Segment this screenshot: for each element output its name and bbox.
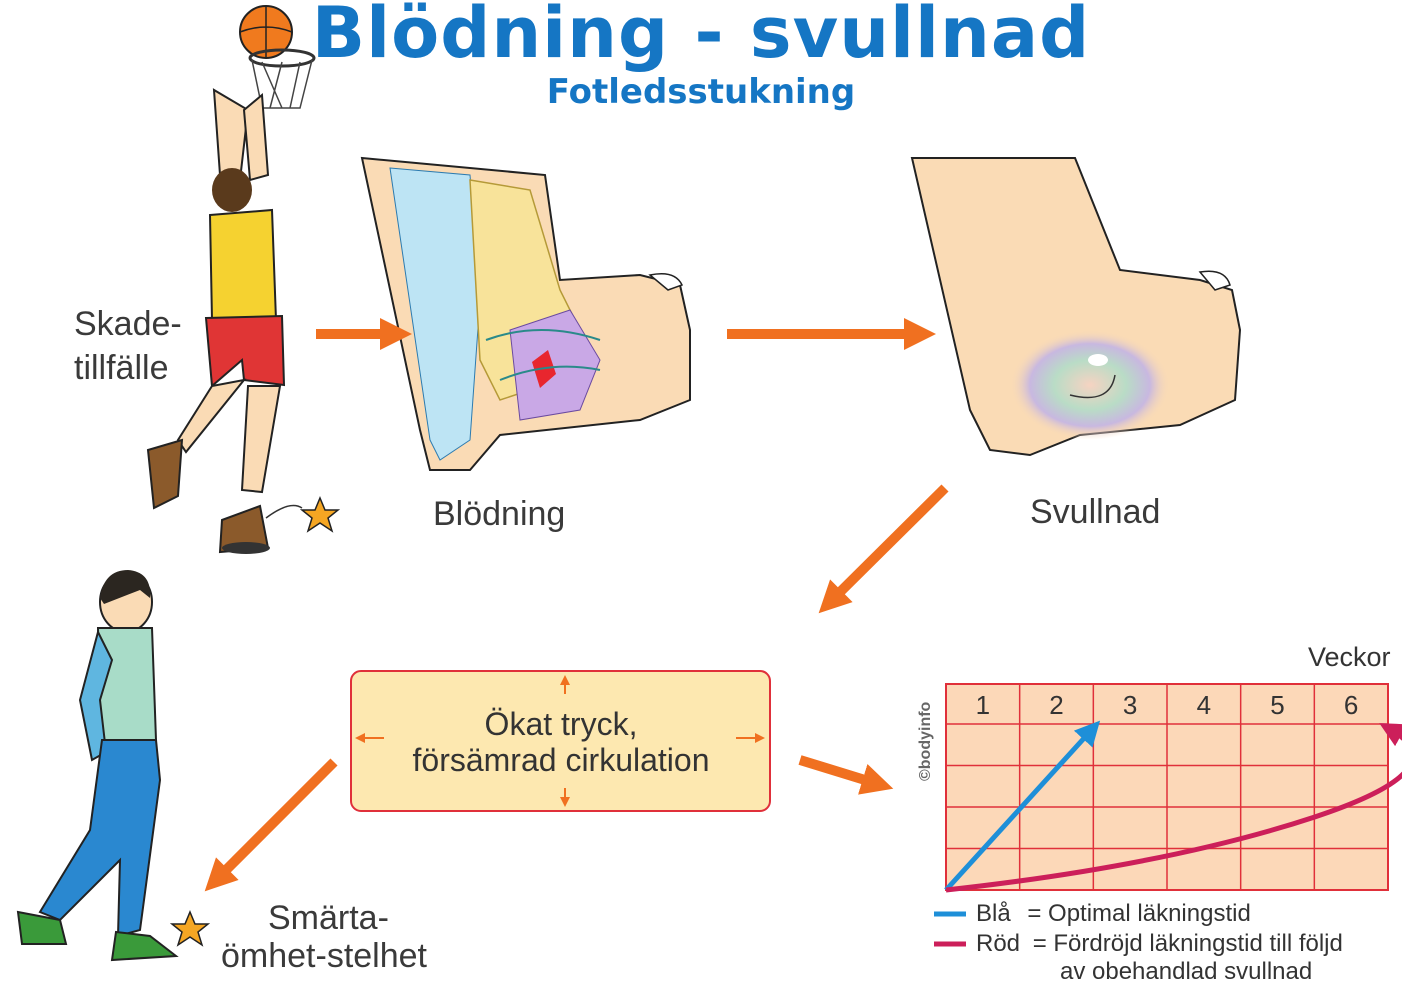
label-swelling: Svullnad xyxy=(1030,490,1160,534)
label-injury-line1: Skade- xyxy=(74,302,182,346)
arrow-pressure-to-chart xyxy=(800,760,878,784)
legend-blue-description: = Optimal läkningstid xyxy=(1027,900,1250,927)
label-pain-line2: ömhet-stelhet xyxy=(221,937,427,975)
pressure-box-line2: försämrad cirkulation xyxy=(352,742,770,778)
pressure-box-text: Ökat tryck, försämrad cirkulation xyxy=(352,706,770,778)
chart-x-tick-label: 1 xyxy=(976,690,990,720)
legend-blue-entry: Blå = Optimal läkningstid xyxy=(976,900,1251,928)
label-injury-line2: tillfälle xyxy=(74,346,182,390)
legend-red-description: = Fördröjd läkningstid till följd xyxy=(1033,930,1343,957)
pain-star-icon xyxy=(172,912,208,945)
chart-x-tick-label: 5 xyxy=(1270,690,1284,720)
copyright-text: ©bodyinfo xyxy=(917,702,935,781)
chart-x-tick-label: 4 xyxy=(1197,690,1211,720)
impact-star-icon xyxy=(266,498,338,531)
chart-x-tick-label: 2 xyxy=(1049,690,1063,720)
arrow-pressure-to-pain xyxy=(216,762,334,880)
label-pain-line1: Smärta- xyxy=(221,899,427,937)
arrow-swelling-to-pressure xyxy=(830,488,945,602)
chart-x-axis-label: Veckor xyxy=(1308,642,1391,673)
label-bleeding: Blödning xyxy=(433,492,565,536)
walking-man-illustration xyxy=(18,570,176,960)
legend-blue-label: Blå xyxy=(976,900,1011,927)
chart-x-tick-label: 6 xyxy=(1344,690,1358,720)
legend-red-description-line2: av obehandlad svullnad xyxy=(1060,958,1312,986)
legend-red-label: Röd xyxy=(976,930,1020,957)
label-injury: Skade- tillfälle xyxy=(74,302,182,390)
basketball-player-illustration xyxy=(148,6,314,554)
legend-red-entry: Röd = Fördröjd läkningstid till följd xyxy=(976,930,1343,958)
ankle-anatomy-illustration xyxy=(362,158,690,470)
healing-time-chart: 1 2 3 4 5 6 xyxy=(946,684,1402,890)
chart-x-tick-label: 3 xyxy=(1123,690,1137,720)
pressure-box-line1: Ökat tryck, xyxy=(352,706,770,742)
label-pain: Smärta- ömhet-stelhet xyxy=(221,899,427,975)
swollen-foot-illustration xyxy=(912,158,1240,455)
